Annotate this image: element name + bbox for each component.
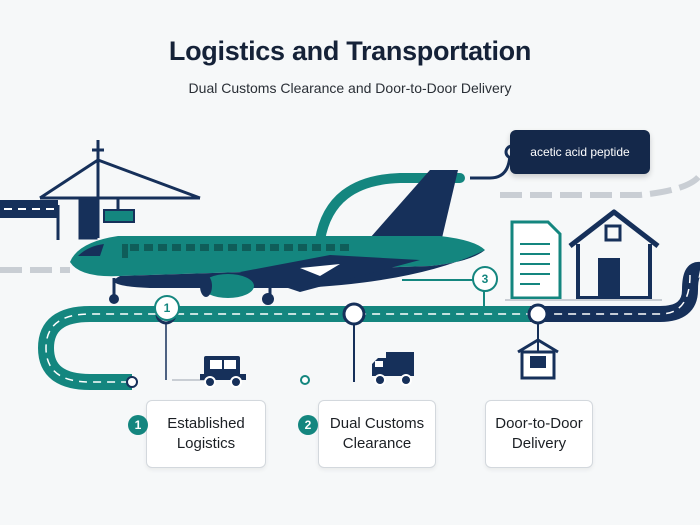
- step-label-line: Established: [167, 415, 245, 432]
- airplane-icon: [70, 170, 486, 305]
- document-icon: [510, 220, 562, 300]
- step-label-line: Dual Customs: [329, 415, 425, 432]
- step-number-badge: 1: [128, 415, 148, 435]
- step-card-door-to-door: Door-to-Door Delivery: [485, 400, 593, 468]
- marker-badge: 3: [472, 266, 498, 292]
- page-title: Logistics and Transportation: [168, 36, 532, 66]
- step-card-established-logistics: Established Logistics: [146, 400, 266, 468]
- house-icon: [568, 209, 660, 300]
- route-node: [527, 303, 549, 325]
- step-label-line: Clearance: [342, 435, 412, 452]
- background-dashed-lines: [0, 173, 700, 273]
- step-number-badge: 2: [298, 415, 318, 435]
- truck-icon: [372, 352, 414, 386]
- marker-badge: 1: [154, 295, 180, 321]
- flight-path: [315, 173, 465, 245]
- truck-icon: [200, 356, 246, 388]
- step-label-line: Door-to-Door: [495, 415, 583, 432]
- page-subtitle: Dual Customs Clearance and Door-to-Door …: [188, 80, 512, 96]
- step-label-line: Logistics: [176, 435, 236, 452]
- delivery-route: [37, 261, 700, 390]
- dock-road: [0, 200, 58, 218]
- callout-tag: acetic acid peptide: [510, 130, 650, 174]
- step-label-line: Delivery: [511, 435, 567, 452]
- package-icon: [517, 338, 559, 380]
- port-crane-icon: [39, 140, 201, 240]
- route-node: [342, 302, 366, 326]
- step-card-dual-customs: Dual Customs Clearance: [318, 400, 436, 468]
